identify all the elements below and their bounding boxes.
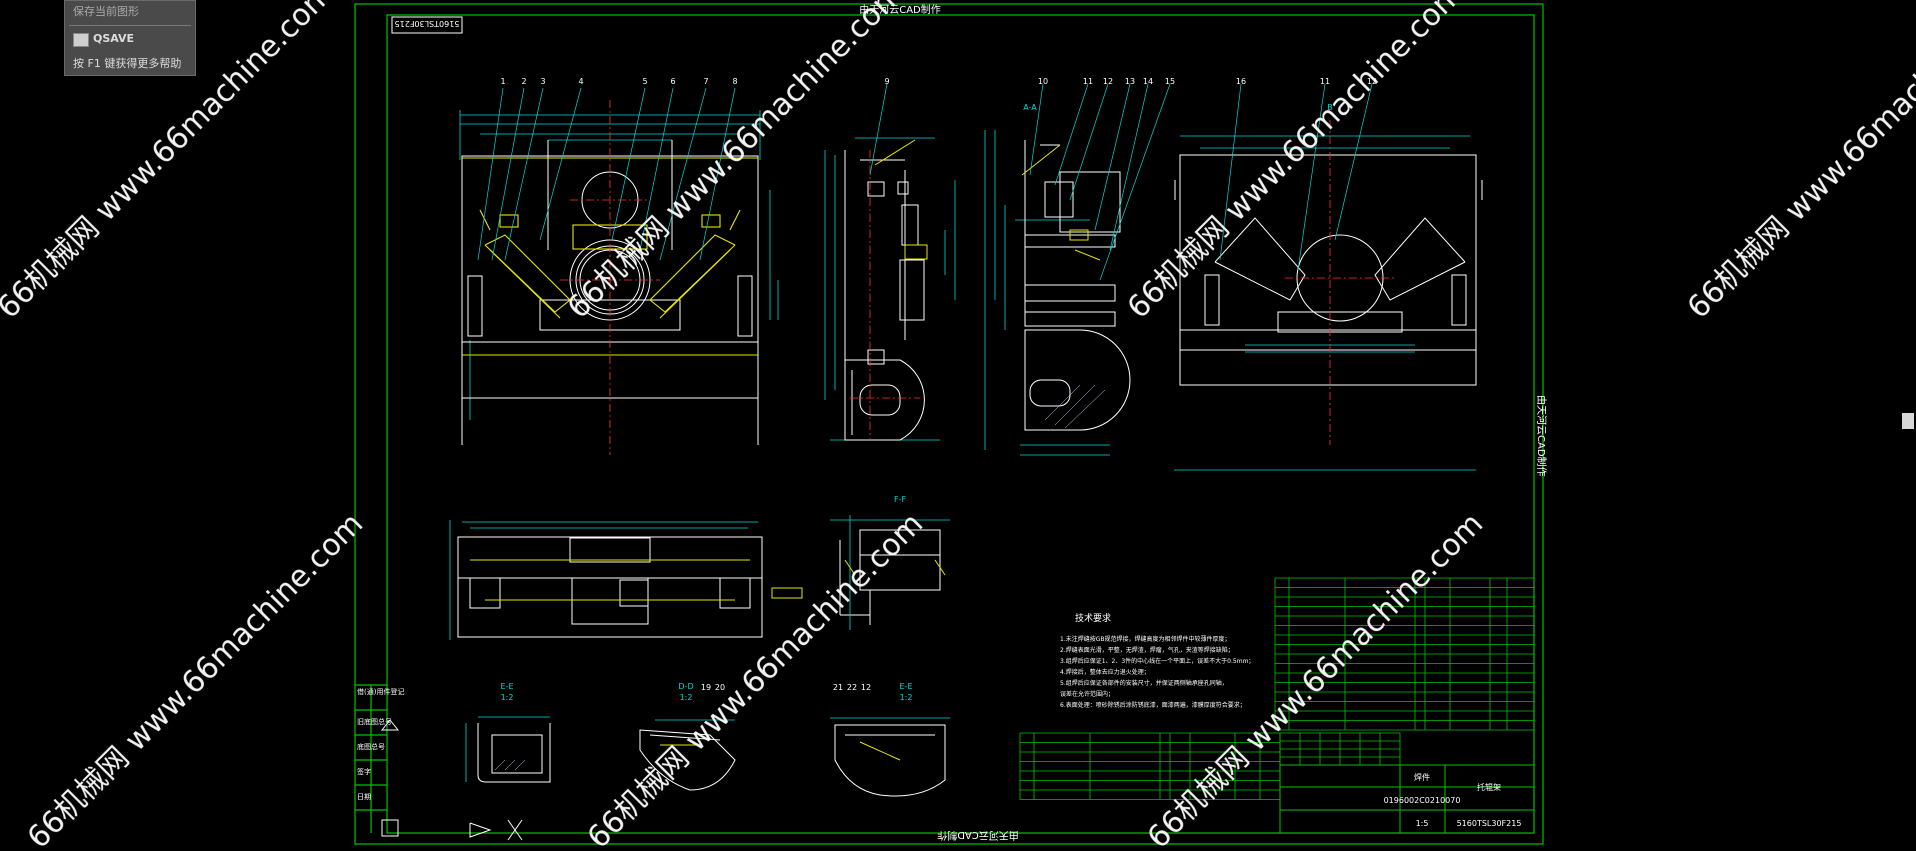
svg-text:F-F: F-F xyxy=(894,495,906,504)
svg-text:16: 16 xyxy=(1236,77,1246,86)
svg-text:底图总号: 底图总号 xyxy=(357,742,385,751)
svg-text:15: 15 xyxy=(1165,77,1175,86)
side-title-text: 由天河云CAD制作 xyxy=(1535,395,1548,477)
ucs-icon xyxy=(380,719,523,841)
section-aa-view xyxy=(984,83,1171,456)
svg-text:66机械网 www.66machine.com: 66机械网 www.66machine.com xyxy=(581,506,930,847)
svg-text:日期: 日期 xyxy=(357,793,371,801)
svg-text:7: 7 xyxy=(703,77,708,86)
top-title-text: 由天河云CAD制作 xyxy=(859,3,941,16)
svg-text:3.组焊后应保证1、2、3件的中心线在一个平面上，误差不大于: 3.组焊后应保证1、2、3件的中心线在一个平面上，误差不大于0.5mm； xyxy=(1060,657,1254,665)
right-view xyxy=(1174,83,1483,471)
command-tooltip: 保存当前图形 QSAVE 按 F1 键获得更多帮助 xyxy=(64,0,196,76)
bottom-title-text: 由天河云CAD制作 xyxy=(937,829,1019,842)
parts-list-table xyxy=(1019,577,1535,800)
svg-text:10: 10 xyxy=(1038,77,1048,86)
svg-text:66机械网 www.66machine.com: 66机械网 www.66machine.com xyxy=(561,0,910,326)
svg-text:5.组焊后应保证各部件的安装尺寸，并保证两侧轴承座孔同轴，: 5.组焊后应保证各部件的安装尺寸，并保证两侧轴承座孔同轴， xyxy=(1060,679,1228,687)
drawing-frame xyxy=(354,3,1544,845)
svg-text:5160TSL30F215: 5160TSL30F215 xyxy=(395,19,460,28)
title-small-code: 0196002C0210070 xyxy=(1384,796,1461,805)
svg-text:12: 12 xyxy=(1103,77,1113,86)
svg-text:8: 8 xyxy=(732,77,737,86)
svg-text:2.焊缝表面光滑，平整，无焊渣，焊瘤，气孔，夹渣等焊接缺陷；: 2.焊缝表面光滑，平整，无焊渣，焊瘤，气孔，夹渣等焊接缺陷； xyxy=(1060,646,1234,654)
title-material: 托辊架 xyxy=(1477,782,1501,792)
svg-text:误差在允许范围内；: 误差在允许范围内； xyxy=(1060,690,1114,698)
title-block xyxy=(1279,764,1535,834)
svg-text:借(通)用件登记: 借(通)用件登记 xyxy=(357,687,404,696)
svg-text:13: 13 xyxy=(1125,77,1135,86)
svg-text:A-A: A-A xyxy=(1023,103,1037,112)
svg-text:6.表面处理：喷砂除锈后涂防锈底漆，面漆两遍，漆膜厚度符合要: 6.表面处理：喷砂除锈后涂防锈底漆，面漆两遍，漆膜厚度符合要求； xyxy=(1060,701,1246,709)
svg-text:签字: 签字 xyxy=(357,767,371,776)
svg-text:4: 4 xyxy=(578,77,583,86)
front-view xyxy=(459,87,779,455)
section-ff-view xyxy=(830,515,950,630)
svg-text:11: 11 xyxy=(1083,77,1093,86)
svg-text:6: 6 xyxy=(670,77,675,86)
tooltip-command: QSAVE xyxy=(93,32,135,45)
svg-text:E-E: E-E xyxy=(501,682,514,691)
svg-text:1:2: 1:2 xyxy=(900,693,913,702)
svg-text:12: 12 xyxy=(1367,77,1377,86)
tooltip-divider xyxy=(69,25,191,26)
svg-text:1:2: 1:2 xyxy=(680,693,693,702)
svg-text:20: 20 xyxy=(715,683,725,692)
title-scale: 1:5 xyxy=(1416,819,1429,828)
section-labels: A-A B F-F E-E 1:2 D-D 1:2 E-E 1:2 xyxy=(501,103,1333,702)
left-margin-labels: 借(通)用件登记 旧底图总号 底图总号 签字 日期 xyxy=(357,687,404,801)
svg-text:22: 22 xyxy=(847,683,857,692)
svg-text:旧底图总号: 旧底图总号 xyxy=(357,717,392,726)
save-icon xyxy=(73,33,89,47)
svg-text:19: 19 xyxy=(701,683,711,692)
svg-text:3: 3 xyxy=(540,77,545,86)
item-balloons: 1 2 3 4 5 6 7 8 9 10 11 12 13 14 15 16 1… xyxy=(500,77,1377,692)
code-box: 5160TSL30F215 xyxy=(391,16,463,34)
svg-text:66机械网 www.66machine.com: 66机械网 www.66machine.com xyxy=(1681,0,1916,326)
svg-text:9: 9 xyxy=(884,77,889,86)
scrollbar-thumb[interactable] xyxy=(1902,413,1914,429)
section-dd-view xyxy=(639,719,736,791)
svg-text:E-E: E-E xyxy=(900,682,913,691)
svg-text:66机械网 www.66machine.com: 66机械网 www.66machine.com xyxy=(21,506,370,847)
svg-text:5: 5 xyxy=(642,77,647,86)
svg-text:11: 11 xyxy=(1320,77,1330,86)
plan-view xyxy=(449,520,803,640)
svg-text:B: B xyxy=(1327,103,1333,112)
tooltip-help: 按 F1 键获得更多帮助 xyxy=(73,57,182,70)
svg-text:14: 14 xyxy=(1143,77,1153,86)
svg-text:D-D: D-D xyxy=(678,682,693,691)
tooltip-description: 保存当前图形 xyxy=(73,5,139,18)
title-part-name: 焊件 xyxy=(1414,772,1430,782)
svg-text:2: 2 xyxy=(521,77,526,86)
side-view-1 xyxy=(824,83,956,441)
svg-text:66机械网 www.66machine.com: 66机械网 www.66machine.com xyxy=(1121,0,1470,326)
technical-requirements: 技术要求 1.未注焊缝按GB规范焊接，焊缝高度为相邻焊件中较薄件厚度； 2.焊缝… xyxy=(1060,612,1254,709)
svg-text:技术要求: 技术要求 xyxy=(1075,612,1111,624)
section-ee-view xyxy=(465,716,551,783)
svg-text:1:2: 1:2 xyxy=(501,693,514,702)
title-drawing-no: 5160TSL30F215 xyxy=(1457,819,1522,828)
svg-text:12: 12 xyxy=(861,683,871,692)
svg-text:4.焊接后，整体去应力退火处理；: 4.焊接后，整体去应力退火处理； xyxy=(1060,668,1150,676)
svg-text:21: 21 xyxy=(833,683,843,692)
section-ee2-view xyxy=(830,717,950,797)
svg-text:1.未注焊缝按GB规范焊接，焊缝高度为相邻焊件中较薄件厚度；: 1.未注焊缝按GB规范焊接，焊缝高度为相邻焊件中较薄件厚度； xyxy=(1060,635,1231,643)
svg-text:1: 1 xyxy=(500,77,505,86)
